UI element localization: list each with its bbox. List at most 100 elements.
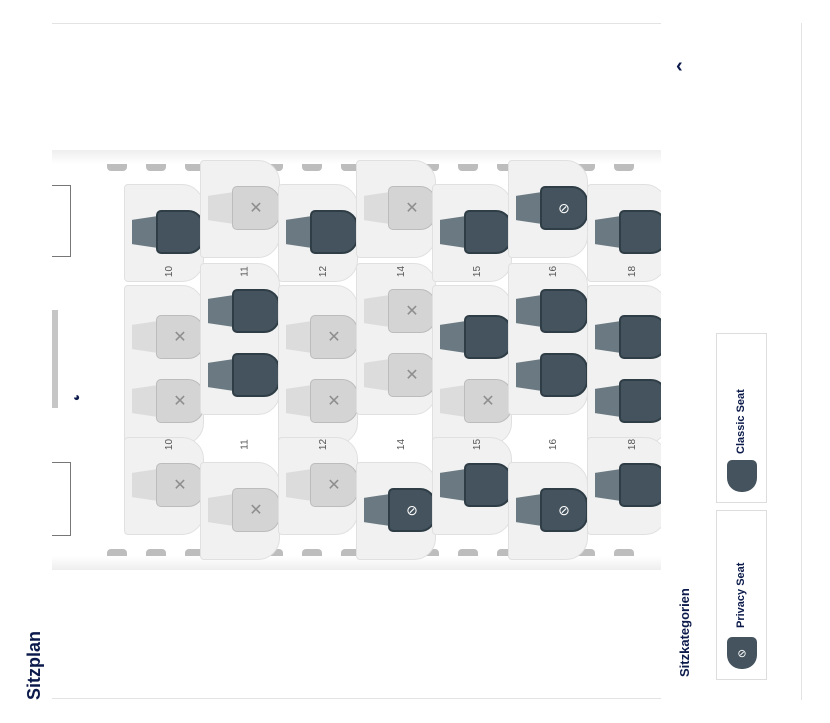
privacy-seat-icon: ⊘ — [727, 637, 757, 669]
seat-11-2-available[interactable] — [208, 289, 282, 333]
seat-11-4-occupied: ✕ — [208, 488, 282, 532]
seat-cushion — [388, 289, 436, 333]
row-number: 16 — [548, 265, 560, 278]
seat-cushion — [619, 210, 661, 254]
row-number: 18 — [627, 265, 639, 278]
row-number: 15 — [472, 438, 484, 451]
seat-cushion — [310, 315, 358, 359]
seat-cushion — [540, 289, 588, 333]
seat-backrest — [132, 469, 158, 501]
seat-15-4-available[interactable] — [440, 463, 514, 507]
row-number: 18 — [627, 438, 639, 451]
seat-10-4-occupied: ✕ — [132, 463, 206, 507]
window-marker — [146, 164, 166, 171]
privacy-icon: ⊘ — [406, 501, 418, 518]
galley-bulkhead — [52, 310, 58, 408]
occupied-x-icon: ✕ — [327, 477, 341, 494]
lavatory-top — [52, 185, 71, 257]
seat-cushion — [232, 186, 280, 230]
top-divider — [52, 23, 661, 24]
seat-backrest — [286, 216, 312, 248]
seat-12-1-available[interactable] — [286, 210, 360, 254]
seat-16-3-available[interactable] — [516, 353, 590, 397]
seat-cushion — [232, 289, 280, 333]
page-title: Sitzplan — [24, 630, 44, 700]
window-marker — [575, 164, 595, 171]
row-number: 15 — [472, 265, 484, 278]
seat-18-4-available[interactable] — [595, 463, 661, 507]
seat-backrest — [286, 385, 312, 417]
seat-cushion — [464, 463, 512, 507]
seat-cushion — [156, 315, 204, 359]
privacy-icon: ⊘ — [558, 199, 570, 216]
seat-backrest — [208, 359, 234, 391]
seat-10-2-occupied: ✕ — [132, 315, 206, 359]
seat-12-3-occupied: ✕ — [286, 379, 360, 423]
window-marker — [185, 549, 205, 556]
seat-10-1-available[interactable] — [132, 210, 206, 254]
seat-cushion — [156, 463, 204, 507]
seat-16-1-privacy[interactable]: ⊘ — [516, 186, 590, 230]
seat-backrest — [364, 359, 390, 391]
seat-cushion — [619, 315, 661, 359]
seat-14-4-privacy[interactable]: ⊘ — [364, 488, 438, 532]
seat-backrest — [516, 359, 542, 391]
seat-backrest — [286, 469, 312, 501]
seat-14-1-occupied: ✕ — [364, 186, 438, 230]
seat-cushion — [540, 353, 588, 397]
privacy-icon: ⊘ — [558, 501, 570, 518]
seat-16-4-privacy[interactable]: ⊘ — [516, 488, 590, 532]
seat-14-3-occupied: ✕ — [364, 353, 438, 397]
chevron-left-icon[interactable]: ‹ — [676, 55, 683, 77]
baby-bassinet-icon: ◕ — [73, 390, 81, 404]
window-marker — [575, 549, 595, 556]
window-marker — [497, 164, 517, 171]
window-marker — [302, 549, 322, 556]
seat-18-3-available[interactable] — [595, 379, 661, 423]
seat-11-1-occupied: ✕ — [208, 186, 282, 230]
seat-backrest — [440, 321, 466, 353]
seat-backrest — [440, 216, 466, 248]
bottom-divider — [52, 698, 661, 699]
seat-18-2-available[interactable] — [595, 315, 661, 359]
seat-16-2-available[interactable] — [516, 289, 590, 333]
seat-15-1-available[interactable] — [440, 210, 514, 254]
window-marker — [146, 549, 166, 556]
window-marker — [185, 164, 205, 171]
seat-backrest — [516, 494, 542, 526]
occupied-x-icon: ✕ — [249, 200, 263, 217]
seat-11-3-available[interactable] — [208, 353, 282, 397]
seat-cushion — [619, 463, 661, 507]
occupied-x-icon: ✕ — [327, 393, 341, 410]
seat-cushion — [156, 210, 204, 254]
seat-backrest — [364, 295, 390, 327]
seat-backrest — [364, 494, 390, 526]
lavatory-bottom — [52, 462, 71, 536]
seat-cushion — [388, 186, 436, 230]
window-marker — [614, 549, 634, 556]
seat-backrest — [208, 295, 234, 327]
window-marker — [107, 164, 127, 171]
seat-backrest — [595, 469, 621, 501]
window-marker — [614, 164, 634, 171]
legend-label: Privacy Seat — [735, 562, 747, 628]
seat-cushion — [619, 379, 661, 423]
seat-12-4-occupied: ✕ — [286, 463, 360, 507]
seat-backrest — [440, 385, 466, 417]
occupied-x-icon: ✕ — [405, 367, 419, 384]
seat-backrest — [208, 494, 234, 526]
row-number: 12 — [318, 438, 330, 451]
seat-cushion — [310, 210, 358, 254]
seat-18-1-available[interactable] — [595, 210, 661, 254]
occupied-x-icon: ✕ — [249, 502, 263, 519]
row-number: 14 — [396, 438, 408, 451]
seat-backrest — [595, 216, 621, 248]
panel-divider — [801, 23, 802, 700]
row-number: 10 — [164, 438, 176, 451]
row-number: 11 — [239, 266, 251, 277]
row-number: 11 — [239, 439, 251, 450]
classic-seat-icon — [727, 460, 757, 492]
seat-backrest — [440, 469, 466, 501]
seat-15-2-available[interactable] — [440, 315, 514, 359]
seat-backrest — [516, 295, 542, 327]
